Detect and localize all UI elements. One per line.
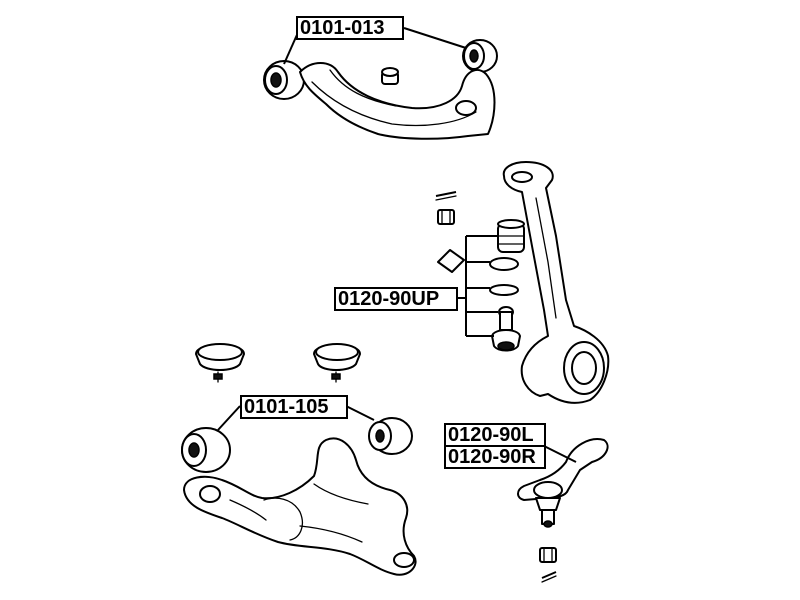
upper-arm-bushing-right — [462, 39, 498, 73]
shim-plate — [437, 249, 465, 273]
ball-joint-stud — [491, 306, 521, 352]
lower-arm-mount-left — [195, 343, 245, 383]
lower-castle-nut — [539, 547, 557, 563]
upper-arm-bushing-left — [263, 60, 305, 100]
castle-nut — [437, 209, 455, 225]
upper-control-arm-group — [263, 27, 498, 140]
part-number-upper-arm-bushing: 0101-013 — [296, 16, 404, 40]
snap-ring — [489, 257, 519, 271]
lower-ball-joint-group — [517, 438, 609, 583]
part-number-lower-ball-joint-right: 0120-90R — [444, 445, 546, 469]
part-number-lower-arm-bushing: 0101-105 — [240, 395, 348, 419]
lower-cotter-pin — [541, 571, 557, 583]
part-number-upper-ball-joint: 0120-90UP — [334, 287, 458, 311]
part-number-lower-ball-joint-left: 0120-90L — [444, 423, 546, 447]
bump-stop — [381, 67, 399, 85]
lower-arm-bushing-right — [368, 417, 413, 455]
cotter-pin — [435, 191, 457, 201]
ball-joint-upper — [497, 219, 525, 253]
upper-control-arm — [299, 62, 496, 140]
lower-arm-mount-right — [313, 343, 361, 383]
lower-arm-bushing-left — [181, 427, 231, 473]
seal-ring — [489, 284, 519, 296]
knuckle-group — [435, 161, 610, 404]
lower-control-arm-group — [181, 343, 417, 576]
